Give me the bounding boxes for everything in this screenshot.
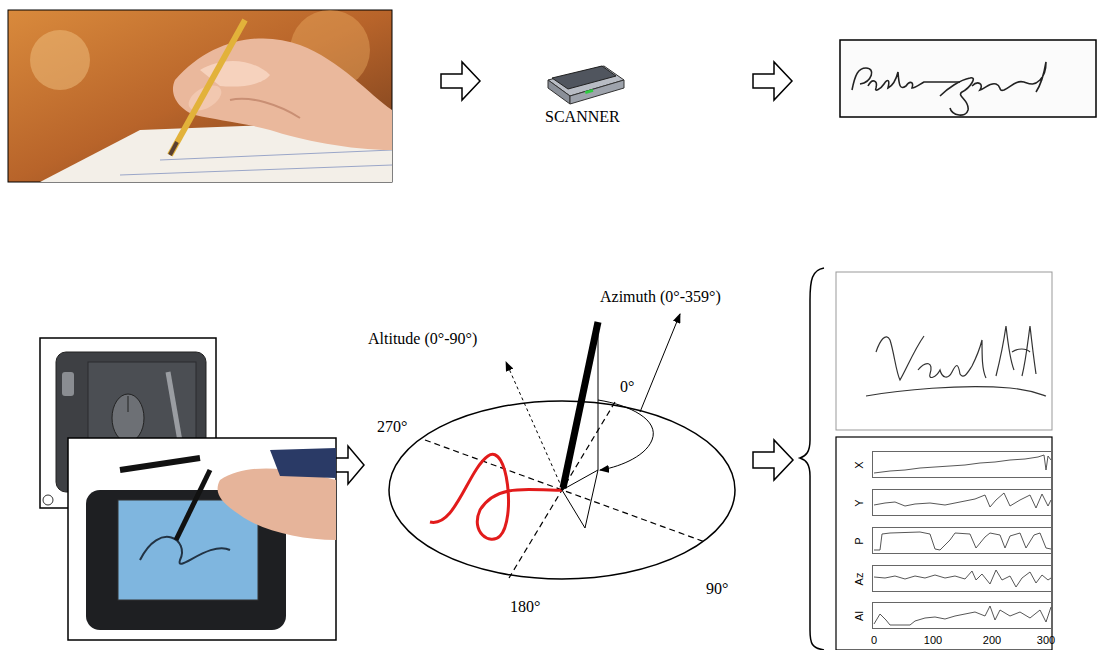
flow-arrow [329, 62, 793, 484]
online-signature [836, 272, 1052, 430]
plot-axis-label: Az [853, 572, 865, 585]
angle-label: Azimuth (0°-359°) [600, 288, 721, 306]
plot-strip: Y [872, 489, 1053, 516]
signature-pad-photo [68, 438, 336, 640]
angle-value: 0° [620, 378, 634, 396]
plot-axis-label: P [853, 537, 865, 544]
brace [800, 268, 824, 650]
plot-strip: P [872, 527, 1053, 554]
plot-axis-label: Y [853, 499, 865, 506]
axis-tick: 0 [871, 634, 877, 646]
scanner-icon [548, 66, 624, 104]
axis-tick: 100 [924, 634, 942, 646]
device-label: SCANNER [545, 108, 620, 126]
plot-strip: X [872, 451, 1053, 478]
plot-strip: Az [872, 565, 1053, 592]
writing-photo [8, 10, 392, 182]
plot-strip: Al [872, 602, 1053, 629]
angle-label: Altitude (0°-90°) [368, 330, 477, 348]
axis-tick: 300 [1037, 634, 1055, 646]
angle-value: 180° [510, 598, 540, 616]
angle-value: 270° [377, 418, 407, 436]
axis-tick: 200 [983, 634, 1001, 646]
signal-plots [836, 437, 1052, 650]
angle-value: 90° [706, 580, 728, 598]
scanned-signature [840, 40, 1096, 117]
plot-axis-label: X [853, 461, 865, 468]
plot-axis-label: Al [853, 611, 865, 621]
pen-orientation-diagram [389, 314, 735, 579]
